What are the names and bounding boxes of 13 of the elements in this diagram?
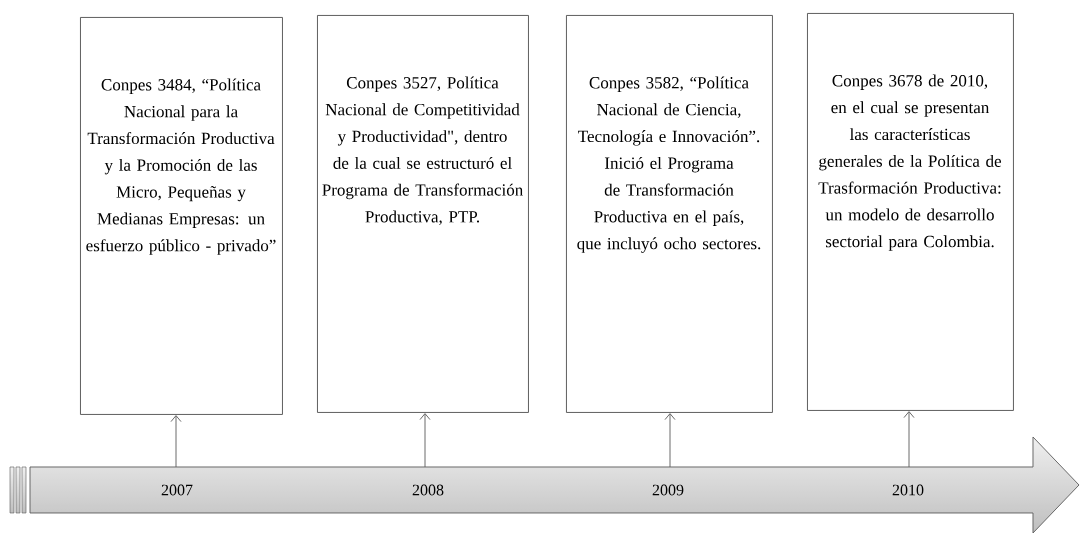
arrow <box>903 411 915 468</box>
arrow <box>664 413 676 468</box>
year-label: 2009 <box>652 484 684 496</box>
year-label: 2010 <box>892 484 924 496</box>
text-box: Conpes 3484, “Política Nacional para la Transformación Productiva y la Promoción de las Micro, Pequeñas y Medianas Empresas: un esfuerzo público - privado” <box>80 17 283 415</box>
text-box: Conpes 3582, “Política Nacional de Ciencia, Tecnología e Innovación”. Inició el Programa de Transformación Productiva en el país, que incluyó ocho sectores. <box>566 15 773 413</box>
year-label: 2007 <box>161 484 193 496</box>
year-label: 2008 <box>412 484 444 496</box>
timeline-arrow <box>9 436 1080 534</box>
arrow <box>170 415 182 468</box>
text-box: Conpes 3678 de 2010, en el cual se presentan las características generales de la Política de Trasformación Productiva: un modelo de desarrollo sectorial para Colombia. <box>807 13 1014 411</box>
text-box: Conpes 3527, Política Nacional de Competitividad y Productividad", dentro de la cual se estructuró el Programa de Transformación Productiva, PTP. <box>317 15 529 413</box>
arrow <box>419 413 431 468</box>
